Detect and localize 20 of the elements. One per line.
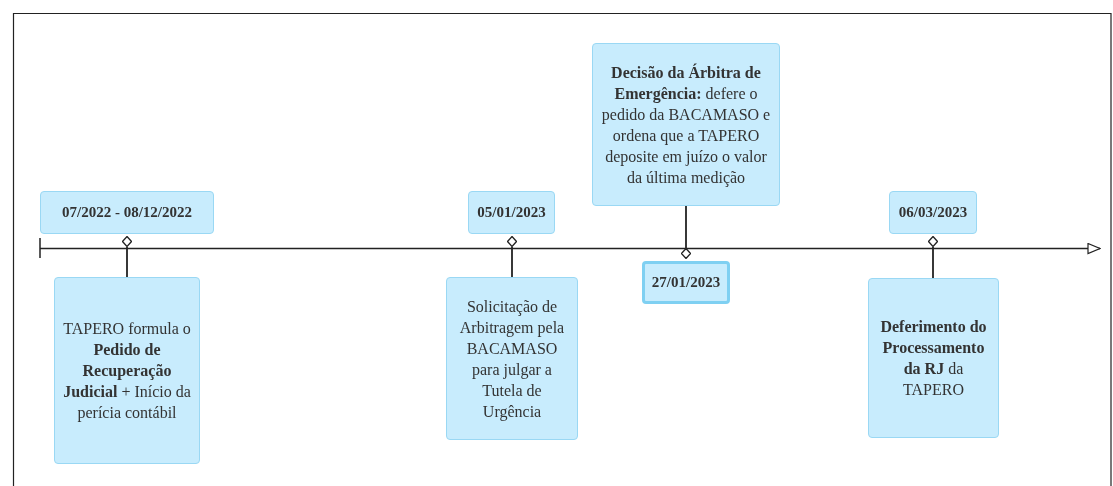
date-box <box>889 191 977 234</box>
date-text: 06/03/2023 <box>898 203 968 222</box>
date-box <box>468 191 555 234</box>
date-text: 05/01/2023 <box>477 203 546 222</box>
date-text: 07/2022 - 08/12/2022 <box>62 203 192 222</box>
event-text: TAPERO formula o Pedido de Recuperação Judicial + Início da perícia contábil <box>63 319 191 423</box>
connector-line <box>932 246 934 279</box>
connector-line <box>126 246 128 278</box>
date-text: 27/01/2023 <box>651 273 721 292</box>
date-box <box>642 261 730 304</box>
event-box <box>868 278 999 438</box>
event-box <box>446 277 578 440</box>
event-box <box>592 43 780 206</box>
event-text: Decisão da Árbitra de Emergência: defere o pedido da BACAMASO e ordena que a TAPERO deposite em juízo o valor da última medição <box>601 62 771 188</box>
connector-line <box>511 246 513 278</box>
event-text: Solicitação de Arbitragem pela BACAMASO para julgar a Tutela de Urgência <box>458 296 566 422</box>
connector-line <box>685 205 687 249</box>
event-box <box>54 277 200 464</box>
date-box <box>40 191 214 234</box>
event-text: Deferimento do Processamento da RJ da TAPERO <box>879 317 988 400</box>
